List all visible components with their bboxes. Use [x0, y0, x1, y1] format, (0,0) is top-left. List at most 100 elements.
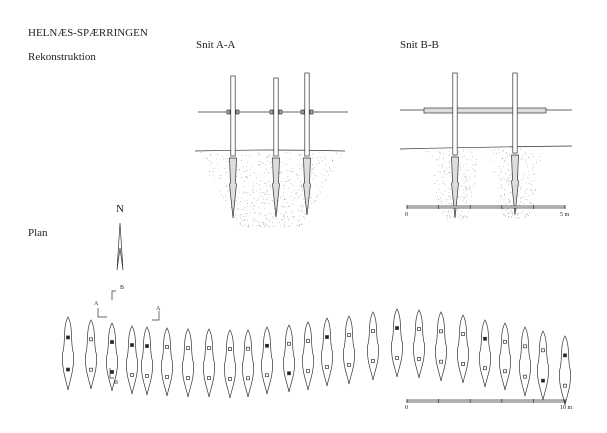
north-arrow-icon	[117, 223, 123, 270]
pit-16	[367, 312, 378, 380]
pit-17-post-1	[396, 327, 399, 330]
pit-5-post-2	[146, 374, 149, 377]
section-a-stake-2-post	[274, 78, 278, 156]
pit-14-post-1	[326, 336, 329, 339]
pit-20-post-2	[462, 362, 465, 365]
pit-14	[321, 318, 332, 386]
pit-3	[106, 323, 117, 391]
pit-25-post-2	[564, 384, 567, 387]
section-b-stake-1-pointed-end	[452, 157, 459, 218]
pit-16-post-1	[372, 330, 375, 333]
cut-b-top-marker	[112, 291, 116, 300]
pit-14-post-2	[326, 365, 329, 368]
section-a-wale-3	[301, 110, 304, 114]
pit-4-post-1	[131, 344, 134, 347]
section-a-seabed-line	[195, 150, 345, 151]
pit-2-post-1	[90, 338, 93, 341]
section-a-stake-2-pointed-end	[273, 158, 280, 217]
pit-17-post-2	[396, 356, 399, 359]
section-a-sediment	[201, 152, 342, 227]
pit-12-post-1	[288, 342, 291, 345]
pit-22	[499, 323, 510, 390]
pit-13-post-2	[307, 369, 310, 372]
pit-18	[413, 310, 424, 378]
pit-8	[203, 329, 214, 397]
pit-12	[283, 325, 294, 392]
pit-13-post-1	[307, 340, 310, 343]
pit-10	[242, 330, 253, 397]
pit-5-post-1	[146, 345, 149, 348]
section-a-stake-3-pointed-end	[304, 158, 311, 215]
pit-9-post-1	[229, 348, 232, 351]
pit-18-post-1	[418, 328, 421, 331]
section-a-wale-2b	[279, 110, 282, 114]
pit-13	[302, 322, 313, 390]
pit-6-post-1	[166, 346, 169, 349]
pit-7-post-2	[187, 376, 190, 379]
pit-1-post-1	[67, 336, 70, 339]
pit-15-post-2	[348, 363, 351, 366]
pit-11-post-1	[266, 344, 269, 347]
pit-24-post-2	[542, 379, 545, 382]
pit-6-post-2	[166, 375, 169, 378]
section-b-stake-2-post	[513, 73, 517, 153]
pit-20-post-1	[462, 333, 465, 336]
section-a-wale-3b	[310, 110, 313, 114]
cut-a-right-marker	[152, 311, 159, 320]
pit-4	[126, 326, 137, 394]
pit-11-post-2	[266, 374, 269, 377]
pit-4-post-2	[131, 373, 134, 376]
pit-16-post-2	[372, 359, 375, 362]
pit-21-post-1	[484, 337, 487, 340]
pit-7-post-1	[187, 347, 190, 350]
pit-24-post-1	[542, 349, 545, 352]
pit-24	[537, 331, 548, 400]
pit-19-post-2	[440, 360, 443, 363]
pit-25-post-1	[564, 354, 567, 357]
pit-20	[457, 315, 468, 383]
pit-1	[62, 317, 73, 390]
section-a-wale-1	[227, 110, 230, 114]
pit-11	[261, 327, 272, 394]
pit-15	[343, 316, 354, 384]
section-a-stake-1-pointed-end	[230, 158, 237, 218]
pit-2	[85, 320, 96, 389]
pit-10-post-1	[247, 347, 250, 350]
pit-3-post-1	[111, 341, 114, 344]
pit-9	[224, 330, 235, 398]
pit-19-post-1	[440, 330, 443, 333]
pit-17	[391, 309, 402, 377]
pit-2-post-2	[90, 368, 93, 371]
pit-6	[161, 328, 172, 396]
section-b-seabed-line	[400, 146, 572, 149]
pit-23	[519, 327, 530, 396]
pit-3-post-2	[111, 370, 114, 373]
pit-18-post-2	[418, 357, 421, 360]
pit-8-post-1	[208, 347, 211, 350]
pit-10-post-2	[247, 377, 250, 380]
pit-9-post-2	[229, 377, 232, 380]
pit-12-post-2	[288, 372, 291, 375]
cut-a-left-marker	[98, 308, 107, 317]
scale-bar-5m	[407, 206, 565, 208]
pit-5	[141, 327, 152, 395]
pit-23-post-1	[524, 345, 527, 348]
pit-22-post-1	[504, 340, 507, 343]
section-a-stake-1-post	[231, 76, 235, 156]
section-b-horizontal-beam	[424, 108, 546, 113]
pit-25	[559, 336, 570, 405]
pit-8-post-2	[208, 376, 211, 379]
section-a-stake-3-post	[305, 73, 309, 156]
pit-23-post-2	[524, 375, 527, 378]
pit-21	[479, 320, 490, 387]
pit-15-post-1	[348, 334, 351, 337]
pit-21-post-2	[484, 367, 487, 370]
section-a-wale-2	[270, 110, 273, 114]
pit-19	[435, 312, 446, 381]
pit-7	[182, 329, 193, 397]
pit-22-post-2	[504, 370, 507, 373]
section-b-stake-1-post	[453, 73, 457, 155]
section-a-wale-1b	[236, 110, 239, 114]
